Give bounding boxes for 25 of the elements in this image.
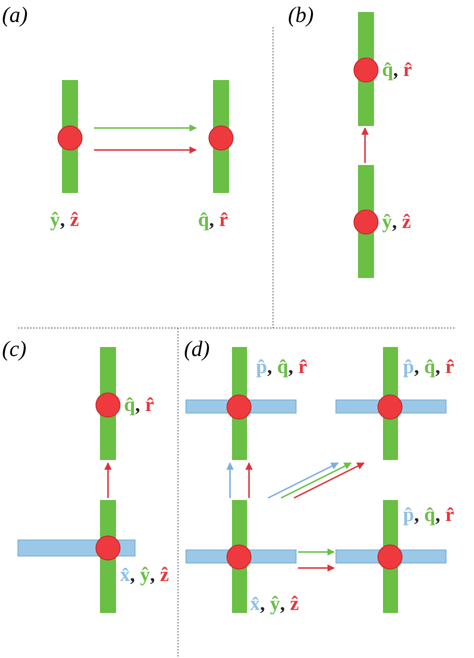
vector-label: x̂, ŷ, ẑ [120,563,169,587]
arrow [268,462,339,499]
vector-label: q̂, r̂ [198,208,228,232]
vector-label: q̂, r̂ [382,58,412,82]
panel-letter: (c) [2,336,26,362]
vector-label: p̂, q̂, r̂ [256,355,308,379]
arrow [226,462,234,498]
vector-label: q̂, r̂ [124,393,154,417]
arrow [104,462,112,498]
vector-label: p̂, q̂, r̂ [403,355,454,379]
arrow [294,462,365,499]
arrow [245,462,253,498]
arrow [298,548,335,556]
arrow [298,564,335,572]
vector-label: ŷ, ẑ [50,208,79,232]
vector-label: x̂, ŷ, ẑ [250,592,299,616]
panel-letter: (b) [288,2,314,28]
panel-letter: (a) [2,2,28,28]
arrow [280,462,352,499]
arrow [94,124,197,132]
panel-letter: (d) [184,336,210,362]
arrow [361,127,369,163]
vector-label: p̂, q̂, r̂ [403,503,454,527]
arrow [94,146,197,154]
vector-label: ŷ, ẑ [382,210,411,234]
